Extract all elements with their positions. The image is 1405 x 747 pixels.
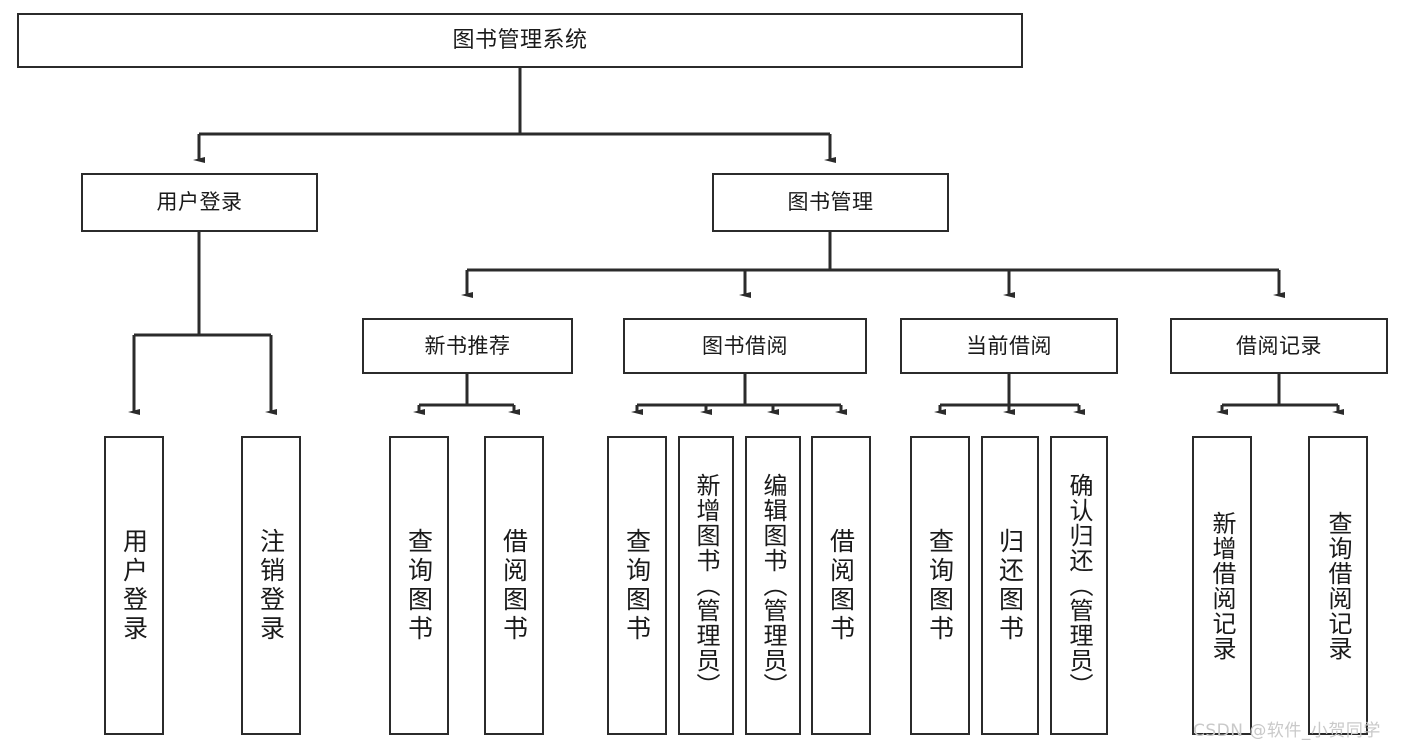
csdn-watermark: CSDN @软件_小贺同学 xyxy=(1193,721,1381,741)
node-leaf-query-record[interactable]: 查询借阅记录 xyxy=(1308,436,1368,735)
node-leaf-borrow-books-2-label: 借阅图书 xyxy=(826,527,856,644)
node-leaf-borrow-books-1-label: 借阅图书 xyxy=(499,527,529,644)
node-leaf-add-record[interactable]: 新增借阅记录 xyxy=(1192,436,1252,735)
node-leaf-query-record-label: 查询借阅记录 xyxy=(1324,510,1352,661)
node-current-borrow-label: 当前借阅 xyxy=(966,333,1052,358)
node-leaf-user-login[interactable]: 用户登录 xyxy=(104,436,164,735)
node-book-mgmt-label: 图书管理 xyxy=(787,190,874,215)
node-root-label: 图书管理系统 xyxy=(452,27,588,53)
node-leaf-query-books-1-label: 查询图书 xyxy=(404,527,434,644)
node-leaf-add-record-label: 新增借阅记录 xyxy=(1208,510,1236,661)
node-leaf-borrow-books-1[interactable]: 借阅图书 xyxy=(484,436,544,735)
node-leaf-add-book[interactable]: 新增图书（管理员） xyxy=(678,436,734,735)
node-leaf-confirm-return-label: 确认归还（管理员） xyxy=(1065,473,1093,698)
node-borrow-record-label: 借阅记录 xyxy=(1236,333,1322,358)
node-new-book-rec-label: 新书推荐 xyxy=(424,333,511,358)
node-leaf-logout[interactable]: 注销登录 xyxy=(241,436,301,735)
node-user-login[interactable]: 用户登录 xyxy=(81,173,318,232)
node-current-borrow[interactable]: 当前借阅 xyxy=(900,318,1118,374)
node-leaf-confirm-return[interactable]: 确认归还（管理员） xyxy=(1050,436,1108,735)
node-borrow-record[interactable]: 借阅记录 xyxy=(1170,318,1388,374)
node-leaf-query-books-3[interactable]: 查询图书 xyxy=(910,436,970,735)
node-leaf-query-books-1[interactable]: 查询图书 xyxy=(389,436,449,735)
node-leaf-add-book-label: 新增图书（管理员） xyxy=(692,473,720,698)
node-leaf-user-login-label: 用户登录 xyxy=(119,527,149,644)
node-leaf-query-books-3-label: 查询图书 xyxy=(925,527,955,644)
node-book-borrow[interactable]: 图书借阅 xyxy=(623,318,867,374)
node-root[interactable]: 图书管理系统 xyxy=(17,13,1023,68)
node-leaf-query-books-2-label: 查询图书 xyxy=(622,527,652,644)
node-book-borrow-label: 图书借阅 xyxy=(702,333,788,358)
node-leaf-logout-label: 注销登录 xyxy=(256,527,286,644)
node-leaf-return-book-label: 归还图书 xyxy=(995,527,1025,644)
node-leaf-return-book[interactable]: 归还图书 xyxy=(981,436,1039,735)
node-book-mgmt[interactable]: 图书管理 xyxy=(712,173,949,232)
node-user-login-label: 用户登录 xyxy=(156,190,243,215)
node-new-book-rec[interactable]: 新书推荐 xyxy=(362,318,573,374)
node-leaf-query-books-2[interactable]: 查询图书 xyxy=(607,436,667,735)
node-leaf-edit-book[interactable]: 编辑图书（管理员） xyxy=(745,436,801,735)
node-leaf-borrow-books-2[interactable]: 借阅图书 xyxy=(811,436,871,735)
node-leaf-edit-book-label: 编辑图书（管理员） xyxy=(759,473,787,698)
